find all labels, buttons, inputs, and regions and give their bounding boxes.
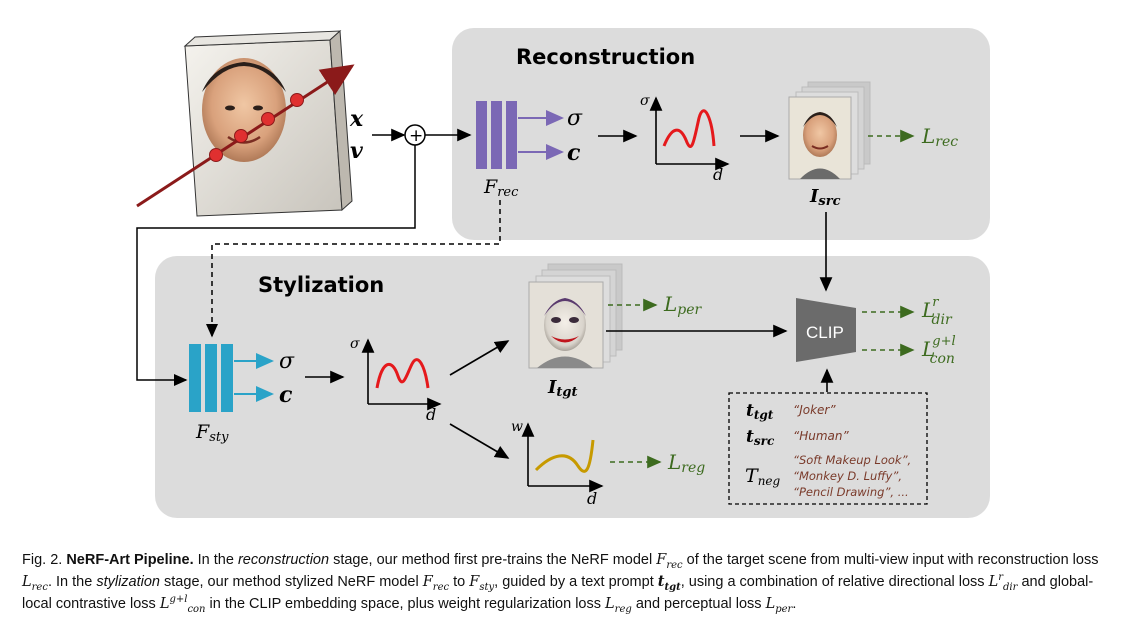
clip-encoder [796,298,856,362]
tgt-image-label: Itgt [547,377,578,400]
mlp-sty-label: Fsty [195,421,229,445]
caption-math-ldir: Lrdir [988,572,1018,593]
caption-text: to [453,574,466,590]
caption-math-lper: Lper [765,596,793,615]
mlp-sty [189,344,233,412]
density-to-tgt-arrow [449,340,510,376]
caption-text: stylization [96,574,160,590]
mlp-rec-label: Frec [483,176,519,200]
rec-density-plot [649,96,730,171]
ray-sample [234,129,248,143]
weight-plot [521,422,604,493]
caption-math-frec: Frec [422,574,450,593]
plus-symbol: + [409,126,423,146]
prompt-t-neg-value-3: “Pencil Drawing”, ... [793,485,909,499]
sty-axis-d: d [426,405,436,424]
weight-init-dashed [206,200,501,338]
input-x: x [349,106,364,132]
weight-axis-w: w [511,419,523,435]
rec-color-output: c [567,140,581,166]
target-image-stack [528,263,623,369]
pipeline-figure: Reconstruction Stylization x v + Frec σ … [136,28,990,518]
source-image-stack [788,81,871,180]
caption-math-lcon: Lg+lcon [159,594,206,615]
ray-sample [261,112,275,126]
caption-text: stage, our method first pre-trains the N… [333,552,653,568]
reconstruction-panel [452,28,990,240]
prompt-t-neg-value-2: “Monkey D. Luffy”, [793,469,902,483]
prompt-t-tgt-value: “Joker” [793,403,836,417]
loss-reg: Lreg [667,450,705,476]
caption-text: , guided by a text prompt [494,574,654,590]
caption-text: . In the [47,574,93,590]
rec-axis-sigma: σ [640,93,650,109]
rec-sigma-output: σ [567,106,583,131]
density-to-weight-arrow [449,423,510,459]
mlp-rec [476,101,517,169]
face-image [202,58,286,162]
figure-caption: Fig. 2. NeRF-Art Pipeline. In the recons… [22,549,1112,615]
caption-text: in the CLIP embedding space, plus weight… [209,596,601,612]
caption-text: , using a combination of relative direct… [680,574,985,590]
caption-text: In the [197,552,234,568]
sty-color-output: c [279,382,293,408]
loss-rec: Lrec [921,124,958,150]
caption-math-lreg: Lreg [605,596,632,615]
sty-density-plot [361,338,442,411]
caption-math-lrec: Lrec [22,574,48,593]
prompt-t-src: tsrc [746,427,775,448]
stylization-title: Stylization [258,273,384,297]
reconstruction-title: Reconstruction [516,45,695,69]
ray-sample [290,93,304,107]
ray-sample [209,148,223,162]
prompt-t-src-value: “Human” [793,429,849,443]
caption-text: and perceptual loss [635,596,762,612]
sty-sigma-output: σ [279,349,295,374]
caption-text: stage, our method stylized NeRF model [164,574,419,590]
rec-axis-d: d [713,165,723,184]
caption-text: and global-local contrastive loss [22,574,1094,612]
prompt-t-tgt: ttgt [746,401,774,422]
caption-math-frec: Frec [656,552,683,571]
clip-label: CLIP [806,323,844,342]
prompt-t-neg: Tneg [745,465,781,488]
caption-math-ttgt: ttgt [657,573,681,593]
src-image-label: Isrc [809,186,841,209]
caption-text: . [792,596,797,612]
caption-text: reconstruction [237,552,330,568]
text-prompt-box [728,392,928,505]
loss-per: Lper [663,292,703,318]
positional-feed-line [136,145,416,386]
caption-math-fsty: Fsty [469,574,495,593]
weight-axis-d: d [587,489,597,508]
caption-title: NeRF-Art Pipeline. [66,552,194,568]
prompt-t-neg-value-1: “Soft Makeup Look”, [793,453,911,467]
input-v: v [350,138,363,164]
caption-text: of the target scene from multi-view inpu… [686,552,1099,568]
stylization-panel [155,256,990,518]
caption-fig-no: Fig. 2. [22,552,63,568]
sty-axis-sigma: σ [350,336,360,352]
